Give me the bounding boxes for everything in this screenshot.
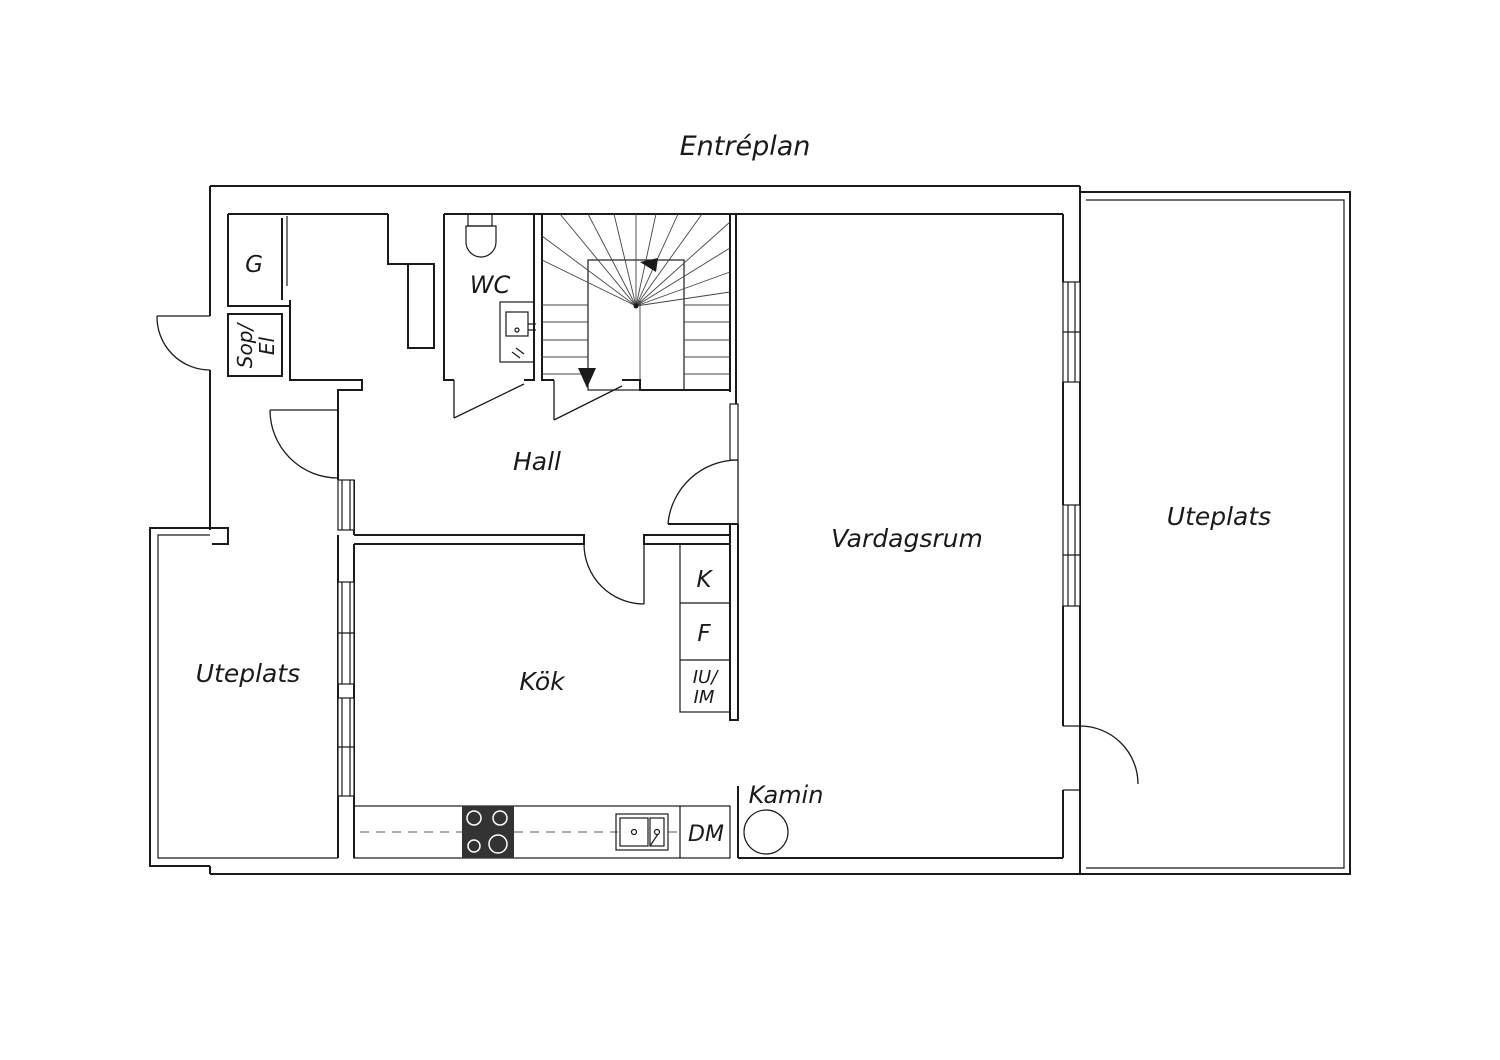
plan-title: Entréplan: [680, 131, 811, 162]
wc-room: [443, 213, 536, 419]
toilet-icon: [465, 213, 497, 258]
stair-tread-line: [541, 259, 637, 307]
kitchen: [337, 524, 739, 859]
room-label-sop-el-1: Sop/: [233, 322, 257, 369]
room-label-hall: Hall: [513, 447, 561, 476]
sink-icon: [615, 813, 669, 851]
room-label-vardagsrum: Vardagsrum: [831, 524, 983, 553]
fireplace-icon: [743, 809, 789, 855]
stair-tread-line: [635, 213, 703, 307]
fixture-label-iu: IU/: [693, 667, 719, 688]
room-label-sop-el-2: El: [255, 336, 279, 355]
entrance-door[interactable]: [156, 315, 211, 371]
stair-tread-line: [613, 213, 637, 307]
room-label-kamin: Kamin: [749, 781, 824, 809]
kitchen-windows: [337, 581, 355, 797]
stove-icon: [462, 806, 514, 858]
stair-pivot: [633, 303, 639, 309]
fixture-label-dm: DM: [688, 822, 724, 847]
stair-arrow-up-icon: [640, 258, 658, 272]
stair-tread-line: [541, 235, 637, 307]
room-label-uteplats-west: Uteplats: [196, 659, 300, 688]
stair-tread-line: [587, 213, 637, 307]
window: [337, 479, 355, 531]
terrace-door[interactable]: [1063, 725, 1139, 791]
fixture-label-im: IM: [694, 687, 715, 708]
fixture-label-k: K: [696, 567, 713, 593]
fixture-label-f: F: [697, 621, 711, 647]
terrace-east: [1080, 191, 1351, 875]
stair-tread-line: [635, 221, 731, 307]
room-label-garderob: G: [245, 252, 263, 278]
washbasin-icon: [499, 301, 536, 363]
hall: [269, 403, 739, 535]
room-label-wc: WC: [470, 271, 511, 299]
room-label-kok: Kök: [519, 667, 566, 696]
stair-tread-line: [635, 271, 731, 307]
living-room: [743, 281, 1139, 855]
stair-tread-line: [635, 247, 731, 307]
stair-tread-line: [635, 213, 657, 307]
storage-area: [227, 214, 435, 408]
outer-walls: [209, 185, 1081, 875]
stair-tread-line: [559, 213, 637, 307]
stair-tread-line: [635, 291, 731, 307]
terrace-west: [149, 527, 338, 867]
room-label-uteplats-east: Uteplats: [1167, 502, 1271, 531]
stair-arrow-down-icon: [578, 368, 596, 388]
staircase: [541, 213, 737, 421]
